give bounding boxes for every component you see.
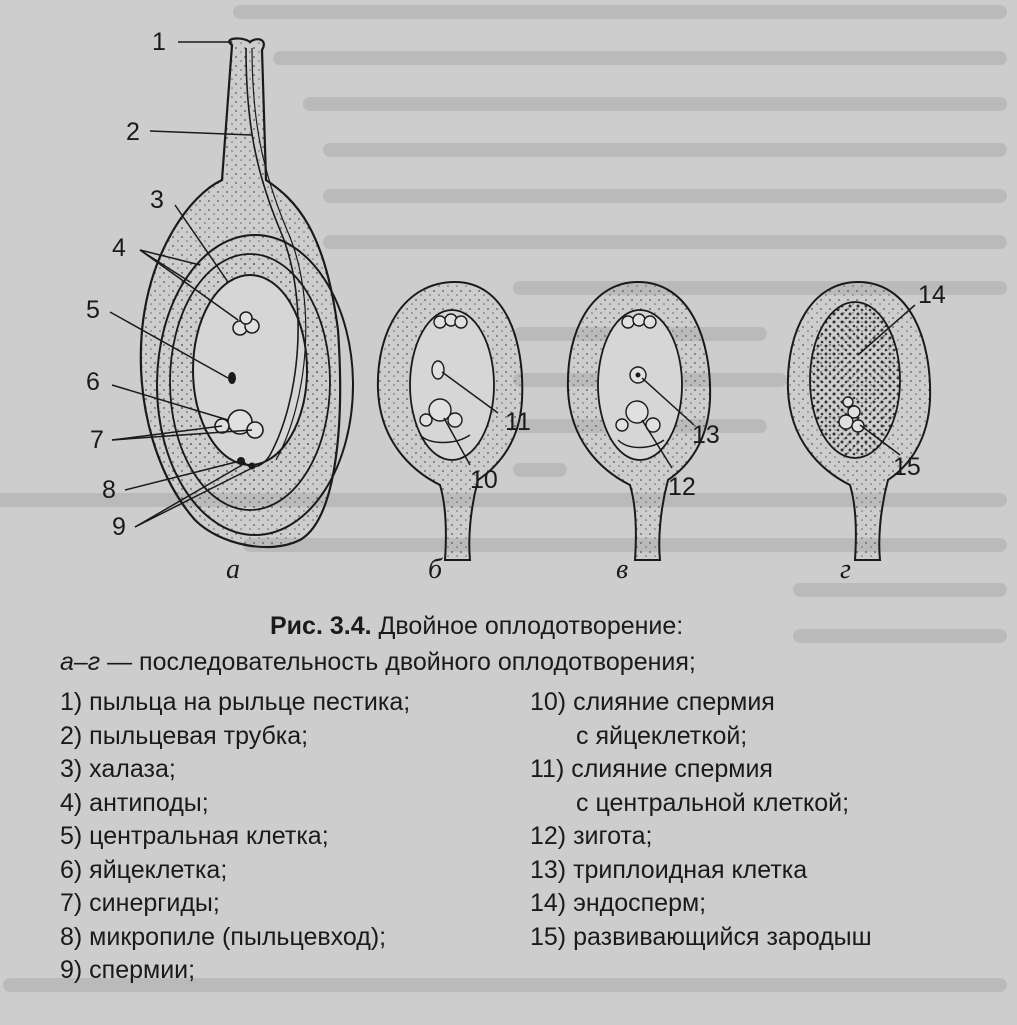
callout-3: 3 — [150, 186, 164, 214]
legend-item: 15) развивающийся зародыш — [530, 922, 872, 951]
panel-v-ovule: 13 12 в — [566, 280, 720, 585]
legend-item-continuation: с яйцеклеткой; — [576, 721, 748, 750]
callout-8: 8 — [102, 476, 116, 504]
callout-10: 10 — [470, 466, 498, 494]
subcaption-text: — последовательность двойного оплодотвор… — [100, 648, 696, 676]
legend-item: 12) зигота; — [530, 822, 653, 850]
legend-item: 5) центральная клетка; — [60, 822, 329, 850]
ovule-outer — [156, 234, 354, 536]
panel-a-pistil: 1 2 3 4 5 6 7 8 9 а — [86, 28, 354, 585]
pollen-tube — [243, 47, 299, 468]
panel-label-v: в — [616, 554, 628, 585]
callout-12: 12 — [668, 473, 696, 501]
figure-number: Рис. 3.4. — [270, 612, 372, 640]
callout-11: 11 — [505, 408, 531, 436]
panel-b-ovule: 11 10 б — [376, 280, 531, 585]
callout-9: 9 — [112, 513, 126, 541]
callout-1: 1 — [152, 28, 166, 56]
callout-7: 7 — [90, 426, 104, 454]
legend-item: 3) халаза; — [60, 755, 176, 783]
figure-title: Двойное оплодотворение: — [378, 612, 684, 640]
panel-label-a: а — [226, 554, 240, 585]
callout-6: 6 — [86, 368, 100, 396]
figure-caption: Рис. 3.4. Двойное оплодотворение: — [270, 612, 683, 641]
callout-2: 2 — [126, 118, 140, 146]
legend-item-line: 10) слияние спермия — [530, 688, 775, 716]
legend-item-line: 11) слияние спермия — [530, 755, 773, 783]
endosperm — [809, 301, 901, 459]
legend-item: 1) пыльца на рыльце пестика; — [60, 688, 411, 716]
legend-item: 10) слияние спермия с яйцеклеткой; — [530, 686, 872, 753]
legend-item: 9) спермии; — [60, 956, 196, 984]
egg-and-synergids — [214, 409, 264, 439]
callout-4: 4 — [112, 234, 126, 262]
double-fertilization-figure: 1 2 3 4 5 6 7 8 9 а 11 10 б — [86, 28, 946, 585]
callout-15: 15 — [893, 453, 921, 481]
legend-item: 2) пыльцевая трубка; — [60, 721, 309, 750]
legend-item: 14) эндосперм; — [530, 889, 707, 917]
panel-g-ovule: 14 15 г — [786, 280, 946, 585]
antipodal-cells — [232, 311, 260, 336]
callout-13: 13 — [692, 421, 720, 449]
legend-item-continuation: с центральной клеткой; — [576, 788, 850, 817]
legend-left: 1) пыльца на рыльце пестика; 2) пыльцева… — [60, 686, 410, 988]
panel-label-b: б — [428, 554, 443, 585]
pollen-tube-inner — [251, 47, 307, 461]
panel-range: а–г — [60, 648, 101, 676]
callout-5: 5 — [86, 296, 100, 324]
embryo-sac-v — [597, 309, 683, 461]
figure-subcaption: а–г — последовательность двойного оплодо… — [60, 648, 696, 677]
panel-label-g: г — [840, 554, 851, 585]
legend-item: 8) микропиле (пыльцевход); — [60, 922, 387, 951]
developing-embryo — [838, 396, 865, 433]
legend-right: 10) слияние спермия с яйцеклеткой; 11) с… — [530, 686, 872, 954]
legend-item: 11) слияние спермия с центральной клетко… — [530, 753, 872, 820]
legend-item: 13) триплоидная клетка — [530, 855, 808, 884]
sperm-cells — [237, 457, 256, 470]
callout-14: 14 — [918, 281, 946, 309]
legend-item: 4) антиподы; — [60, 788, 209, 817]
legend-item: 7) синергиды; — [60, 889, 220, 917]
central-cell-nucleus — [228, 372, 236, 384]
legend-item: 6) яйцеклетка; — [60, 855, 228, 884]
